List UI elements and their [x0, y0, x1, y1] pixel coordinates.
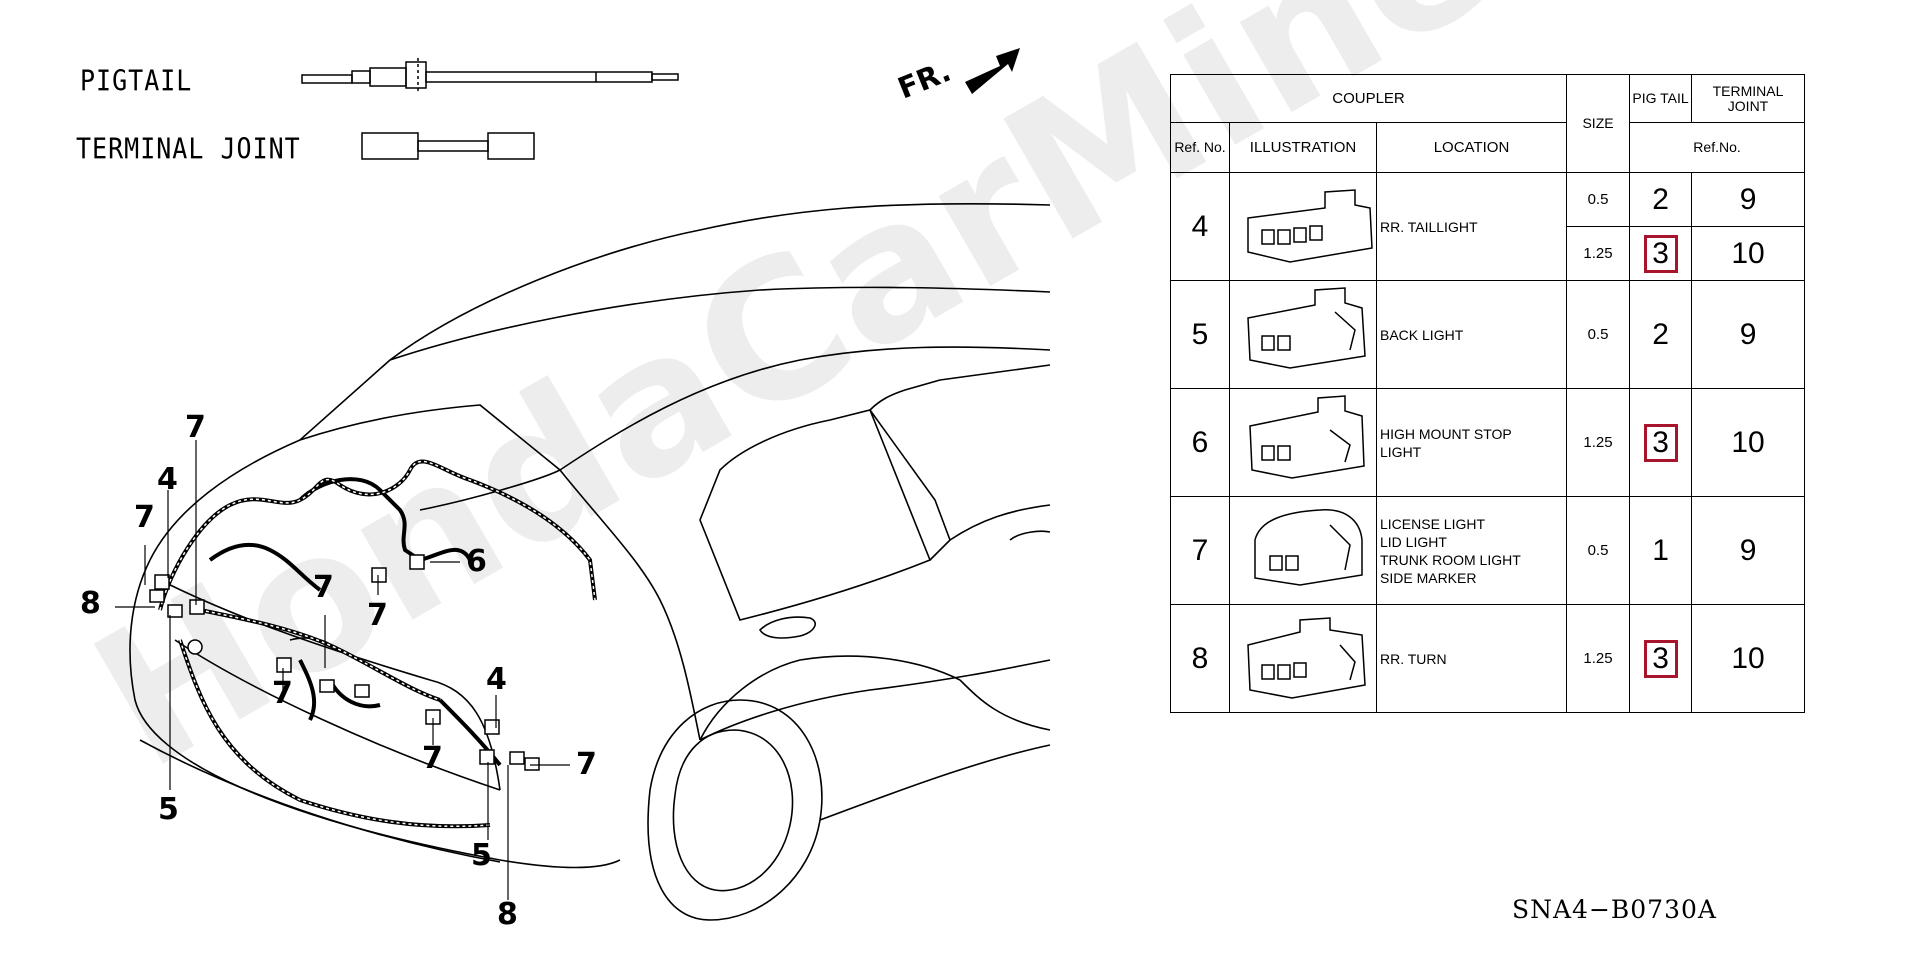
- pigtail-cell: 2: [1629, 172, 1693, 227]
- leader-lines: [115, 440, 570, 900]
- size-cell: 0.5: [1566, 496, 1631, 605]
- header-illustration: ILLUSTRATION: [1229, 122, 1377, 173]
- callout-number: 5: [158, 792, 179, 827]
- callout-number: 7: [313, 570, 334, 605]
- legend-terminal-joint-label: TERMINAL JOINT: [76, 132, 301, 166]
- highlight-box: 3: [1643, 639, 1678, 678]
- header-size: SIZE: [1566, 74, 1631, 173]
- location-cell: HIGH MOUNT STOP LIGHT: [1375, 388, 1568, 497]
- highlight-box: 3: [1643, 234, 1678, 273]
- ref-number: 6: [1170, 388, 1230, 497]
- header-pigtail: PIG TAIL: [1629, 74, 1693, 123]
- callout-number: 8: [497, 897, 518, 932]
- terminal-joint-cell: 9: [1691, 172, 1806, 227]
- ref-number: 7: [1170, 496, 1230, 605]
- pigtail-cell: 1: [1629, 496, 1693, 605]
- callout-number: 4: [486, 662, 507, 697]
- ref-number: 8: [1170, 604, 1230, 713]
- coupler-illustration: [1229, 388, 1377, 497]
- terminal-joint-cell: 9: [1691, 280, 1806, 389]
- callout-number: 6: [466, 544, 487, 579]
- terminal-joint-cell: 10: [1691, 388, 1806, 497]
- callout-number: 5: [471, 838, 492, 873]
- front-arrow-icon: [965, 48, 1020, 94]
- harness-connectors: [149, 554, 540, 771]
- size-cell: 1.25: [1566, 388, 1631, 497]
- ref-number: 5: [1170, 280, 1230, 389]
- size-cell: 1.25: [1566, 226, 1631, 281]
- legend-pigtail-label: PIGTAIL: [80, 64, 193, 98]
- wire-harness: [158, 459, 597, 829]
- pigtail-symbol: [301, 58, 679, 92]
- coupler-illustration: [1229, 496, 1377, 605]
- car-body-outline: [129, 202, 1051, 921]
- terminal-joint-symbol: [361, 132, 535, 160]
- coupler-illustration: [1229, 172, 1377, 281]
- callout-number: 7: [576, 747, 597, 782]
- coupler-table: COUPLER SIZE PIG TAIL TERMINAL JOINT Ref…: [1169, 74, 1806, 713]
- terminal-joint-cell: 10: [1691, 226, 1806, 281]
- size-cell: 0.5: [1566, 172, 1631, 227]
- location-cell: RR. TAILLIGHT: [1375, 172, 1568, 281]
- callout-number: 7: [185, 410, 206, 445]
- pigtail-cell: 2: [1629, 280, 1693, 389]
- terminal-joint-cell: 10: [1691, 604, 1806, 713]
- terminal-joint-cell: 9: [1691, 496, 1806, 605]
- callout-number: 7: [134, 500, 155, 535]
- pigtail-cell: 3: [1629, 604, 1693, 713]
- header-ref-no: Ref. No.: [1170, 122, 1230, 173]
- callout-number: 7: [422, 741, 443, 776]
- location-cell: LICENSE LIGHT LID LIGHT TRUNK ROOM LIGHT…: [1375, 496, 1568, 605]
- highlight-box: 3: [1643, 423, 1678, 462]
- header-ref-no-sub: Ref.No.: [1629, 122, 1806, 173]
- size-cell: 0.5: [1566, 280, 1631, 389]
- callout-number: 7: [272, 676, 293, 711]
- size-cell: 1.25: [1566, 604, 1631, 713]
- coupler-illustration: [1229, 280, 1377, 389]
- location-cell: BACK LIGHT: [1375, 280, 1568, 389]
- header-coupler: COUPLER: [1169, 74, 1568, 123]
- coupler-illustration: [1229, 604, 1377, 713]
- ref-number: 4: [1170, 172, 1230, 281]
- callout-number: 7: [367, 598, 388, 633]
- drawing-code: SNA4−B0730A: [1512, 895, 1717, 924]
- header-terminal-joint: TERMINAL JOINT: [1691, 74, 1806, 123]
- pigtail-cell: 3: [1629, 226, 1693, 281]
- header-location: LOCATION: [1375, 122, 1568, 173]
- pigtail-cell: 3: [1629, 388, 1693, 497]
- callout-number: 8: [80, 586, 101, 621]
- callout-number: 4: [157, 462, 178, 497]
- location-cell: RR. TURN: [1375, 604, 1568, 713]
